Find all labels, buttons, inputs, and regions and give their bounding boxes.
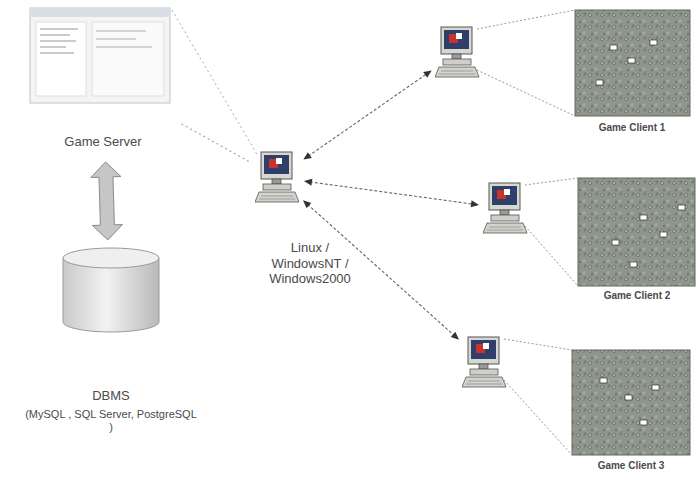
- connector: [91, 162, 122, 240]
- node-label: Game Client 3: [571, 460, 691, 472]
- client-screenshot: [572, 350, 690, 455]
- node-label: Game Client 1: [572, 122, 692, 134]
- computer-icon: [462, 337, 506, 387]
- computer-icon: [435, 27, 479, 77]
- database-node: DBMS (MySQL , SQL Server, PostgreSQL ): [25, 248, 197, 438]
- client-node: Game Client 3: [458, 330, 696, 478]
- label-group: Linux / WindowsNT / Windows2000: [255, 240, 365, 287]
- database-cylinder: [63, 248, 159, 332]
- connector: [303, 70, 431, 159]
- server-screenshot: [30, 8, 170, 103]
- node-label: DBMS: [25, 388, 197, 404]
- label-group: Game Client 3: [571, 460, 691, 472]
- server-node: Game Server: [28, 6, 178, 154]
- label-group: Game Server: [28, 134, 178, 150]
- leader-line: [172, 10, 258, 156]
- client-node: Game Client 1: [432, 8, 694, 140]
- node-label: (MySQL , SQL Server, PostgreSQL ): [25, 408, 197, 434]
- connector: [181, 124, 251, 163]
- connector: [304, 179, 479, 208]
- node-label: Game Server: [28, 134, 178, 150]
- computer-icon: [255, 152, 299, 202]
- label-group: Game Client 2: [577, 290, 697, 302]
- label-group: Game Client 1: [572, 122, 692, 134]
- client-screenshot: [575, 10, 690, 116]
- computer-icon: [483, 183, 527, 233]
- host-node: Linux / WindowsNT / Windows2000: [255, 148, 365, 290]
- leader-line: [477, 10, 578, 455]
- client-node: Game Client 2: [480, 176, 696, 308]
- label-group: DBMS (MySQL , SQL Server, PostgreSQL ): [25, 388, 197, 434]
- client-screenshot: [578, 178, 695, 286]
- node-label: Game Client 2: [577, 290, 697, 302]
- node-label: Linux / WindowsNT / Windows2000: [255, 240, 365, 287]
